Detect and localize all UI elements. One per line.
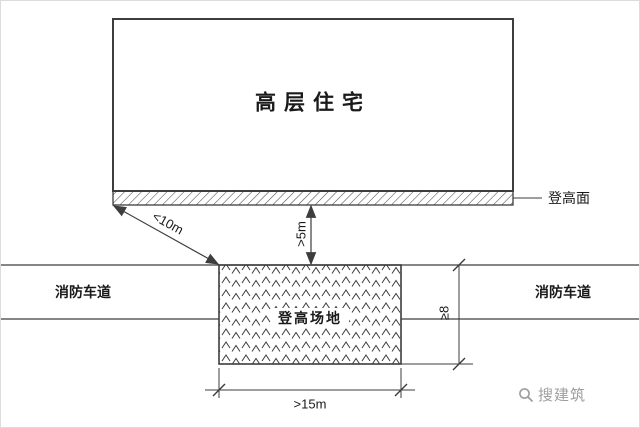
watermark: 搜建筑 xyxy=(518,384,586,405)
fire-lane-right-label: 消防车道 xyxy=(535,284,591,300)
watermark-text: 搜建筑 xyxy=(538,387,587,404)
climbing-site-label: 登高场地 xyxy=(271,308,349,328)
dim-label-site-length: >15m xyxy=(293,396,327,412)
climbing-face-hatch-strip xyxy=(112,190,514,206)
building-label: 高层住宅 xyxy=(255,91,371,115)
climbing-face-label: 登高面 xyxy=(548,190,590,206)
fire-lane-left-label: 消防车道 xyxy=(55,284,111,300)
dim-label-site-depth: ≥8 xyxy=(436,305,452,321)
dim-line-diagonal-offset xyxy=(112,205,220,265)
building-outline xyxy=(112,18,514,192)
dim-tick-length-left xyxy=(212,383,226,397)
dim-tick-depth-top xyxy=(452,258,466,272)
search-icon xyxy=(519,387,534,402)
dim-tick-length-right xyxy=(394,383,408,397)
dim-label-face-to-site: >5m xyxy=(293,221,309,247)
